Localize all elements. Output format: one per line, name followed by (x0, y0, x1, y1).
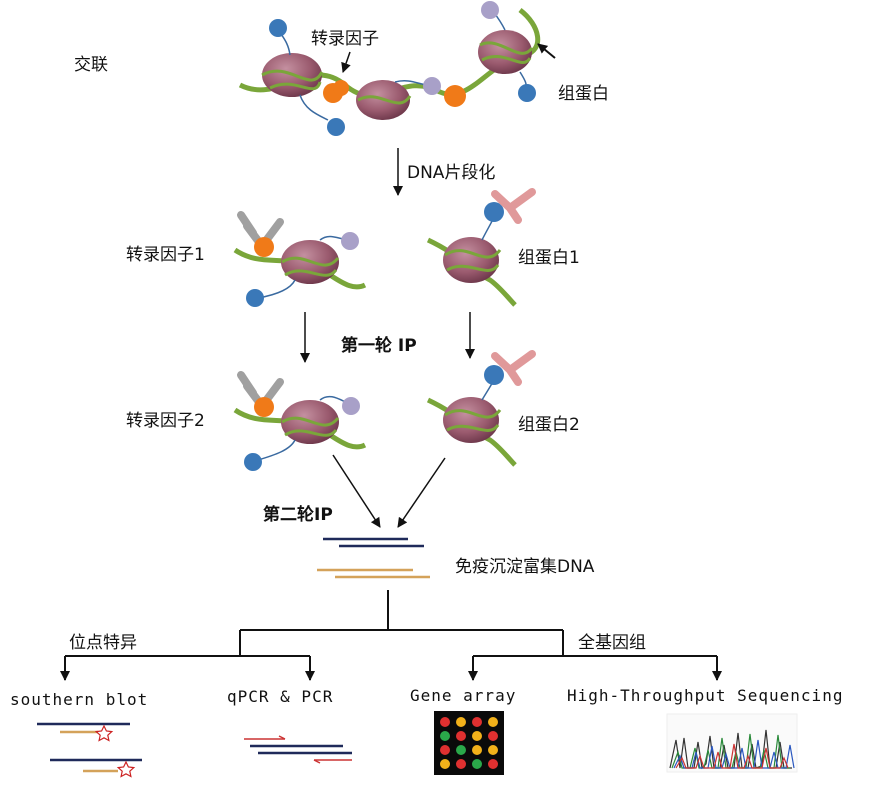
enriched-dna-lines (317, 537, 430, 579)
round1-ip-label: 第一轮 IP (341, 336, 417, 356)
gene-array-illustration (434, 711, 504, 775)
array-spot (440, 717, 450, 727)
round2-ip-label: 第二轮IP (263, 505, 333, 525)
array-spot (488, 745, 498, 755)
histone2-label: 组蛋白2 (518, 415, 580, 435)
southern-blot-illustration (37, 722, 142, 778)
histone2-fragment (426, 350, 536, 467)
array-spot (440, 745, 450, 755)
fragmentation-label: DNA片段化 (407, 163, 496, 183)
array-spot (488, 731, 498, 741)
array-spot (456, 759, 466, 769)
sequencing-label: High-Throughput Sequencing (567, 686, 844, 705)
qpcr-illustration (244, 735, 352, 764)
histone1-fragment (426, 188, 536, 307)
sequencing-trace-illustration (666, 713, 798, 773)
array-spot (472, 731, 482, 741)
tf-pointer-arrow (341, 51, 351, 73)
tf2-label: 转录因子2 (126, 411, 205, 431)
enriched-dna-label: 免疫沉淀富集DNA (455, 557, 595, 577)
tf1-label: 转录因子1 (126, 245, 205, 265)
array-spot (456, 745, 466, 755)
round2-arrow-left (332, 454, 381, 528)
southern-blot-label: southern blot (10, 690, 149, 709)
genome-wide-label: 全基因组 (578, 633, 646, 653)
tf2-fragment (233, 371, 367, 471)
array-spot (456, 717, 466, 727)
histone-label: 组蛋白 (558, 84, 609, 104)
qpcr-label: qPCR & PCR (227, 687, 334, 706)
tf1-fragment (233, 211, 367, 307)
star-icon (94, 724, 114, 742)
array-spot (488, 717, 498, 727)
antibody-pink (491, 188, 536, 224)
array-spot (456, 731, 466, 741)
antibody-pink (491, 350, 536, 386)
histone1-label: 组蛋白1 (518, 248, 580, 268)
crosslinked-chromatin (238, 1, 541, 136)
array-spot (440, 731, 450, 741)
nucleosome (443, 237, 499, 283)
array-spot (440, 759, 450, 769)
array-spot (472, 745, 482, 755)
star-icon (116, 760, 136, 778)
transcription-factor (444, 85, 466, 107)
site-specific-label: 位点特异 (69, 633, 137, 653)
analysis-tree (65, 590, 717, 657)
round2-arrow-right (397, 457, 446, 528)
nucleosome (443, 397, 499, 443)
gene-array-label: Gene array (410, 686, 517, 705)
array-spot (472, 717, 482, 727)
histone-pointer-arrow (537, 43, 556, 59)
array-spot (472, 759, 482, 769)
transcription-factor-label: 转录因子 (311, 29, 379, 49)
array-spot (488, 759, 498, 769)
crosslink-label: 交联 (74, 55, 108, 75)
